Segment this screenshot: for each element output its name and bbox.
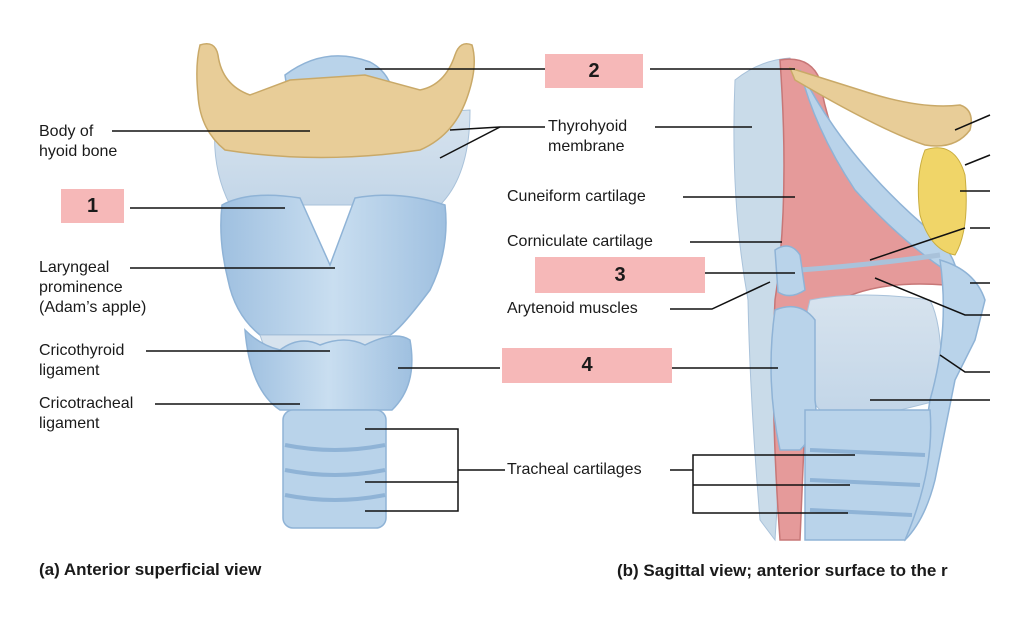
vocal-fold-shape <box>799 252 941 273</box>
label-cricothyroid-ligament: Cricothyroid ligament <box>39 342 125 379</box>
sagittal-trachea-shape <box>804 409 932 541</box>
arytenoid-shape <box>774 245 806 297</box>
caption-sagittal-view: (b) Sagittal view; anterior surface to t… <box>617 561 948 580</box>
blank-box-3[interactable]: 3 <box>535 257 705 293</box>
label-cuneiform-cartilage: Cuneiform cartilage <box>507 188 646 205</box>
leader-tracheal-bracket-right <box>692 454 855 514</box>
leader-edge-4 <box>869 227 966 261</box>
thyroid-cartilage-shape <box>220 194 447 336</box>
label-thyrohyoid-membrane: Thyrohyoid membrane <box>548 118 628 155</box>
fat-pad-shape <box>917 147 967 256</box>
label-corniculate-cartilage: Corniculate cartilage <box>507 233 653 250</box>
sagittal-tracheal-rings <box>809 448 926 517</box>
leader-edge-6 <box>874 277 990 316</box>
blank-box-1[interactable]: 1 <box>61 189 124 223</box>
cricoid-cartilage-shape <box>244 328 413 411</box>
hyoid-bone-shape <box>196 43 475 159</box>
sagittal-thyroid-shape <box>801 294 942 411</box>
sagittal-larynx <box>733 57 986 542</box>
blank-box-4[interactable]: 4 <box>502 348 672 383</box>
label-arytenoid-muscles: Arytenoid muscles <box>507 300 638 317</box>
label-tracheal-cartilages: Tracheal cartilages <box>507 461 642 478</box>
leader-edge-2 <box>964 154 991 166</box>
leader-edge-7 <box>939 354 990 373</box>
caption-anterior-view: (a) Anterior superficial view <box>39 560 262 579</box>
leader-thyrohyoid-b <box>439 126 501 159</box>
tracheal-rings <box>284 443 386 502</box>
anterior-larynx <box>196 43 475 529</box>
leader-arytenoid <box>670 281 771 310</box>
label-body-of-hyoid: Body of hyoid bone <box>39 123 118 160</box>
sagittal-hyoid-shape <box>788 66 972 147</box>
blank-box-2[interactable]: 2 <box>545 54 643 88</box>
leader-edge-1 <box>954 114 991 131</box>
label-cricotracheal-ligament: Cricotracheal ligament <box>39 395 134 432</box>
label-laryngeal-prominence: Laryngeal prominence (Adam’s apple) <box>39 259 147 316</box>
leader-lines <box>112 68 991 514</box>
